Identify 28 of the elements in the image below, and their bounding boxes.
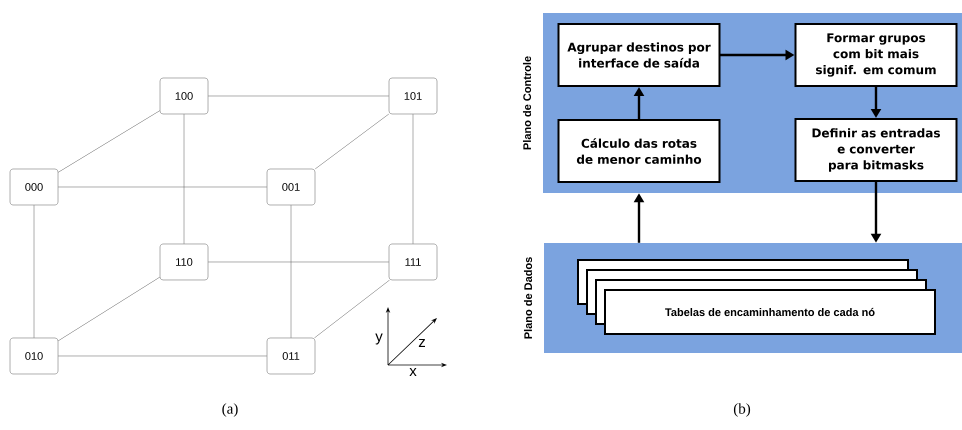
axis-label: x — [409, 368, 417, 376]
node-box: 110 — [160, 244, 208, 280]
connector-line — [290, 204, 292, 338]
process-box: Definir as entradas e converter para bitmasks — [794, 118, 958, 182]
node-box: 000 — [10, 168, 58, 206]
connector-line — [314, 114, 390, 170]
axis-label: z — [418, 339, 425, 347]
node-box: 011 — [266, 338, 316, 374]
panel-heading: Plano de Controle — [522, 56, 532, 150]
node-box: 100 — [160, 78, 208, 114]
panel-heading: Plano de Dados — [524, 257, 532, 338]
node-box: 001 — [266, 168, 316, 206]
node-box: 111 — [388, 244, 438, 280]
node-label: Tabelas de encaminhamento de cada nó — [665, 308, 875, 316]
table-stack: Tabelas de encaminhamento de cada nó — [577, 259, 936, 335]
connector-line — [58, 276, 160, 342]
process-box: Cálculo das rotas de menor caminho — [558, 119, 720, 183]
axis-label: y — [375, 333, 383, 344]
connector-line — [314, 280, 390, 338]
process-box: Formar grupos com bit mais signif. em comum — [794, 23, 958, 87]
process-box: Agrupar destinos por interface de saída — [558, 23, 720, 87]
node-box: 010 — [10, 338, 58, 374]
node-box: 101 — [388, 78, 438, 114]
connector-line — [58, 186, 268, 188]
panel-caption: (a) — [222, 403, 238, 417]
connector-line — [412, 114, 414, 244]
panel-caption: (b) — [734, 403, 750, 417]
connector-line — [58, 110, 160, 173]
